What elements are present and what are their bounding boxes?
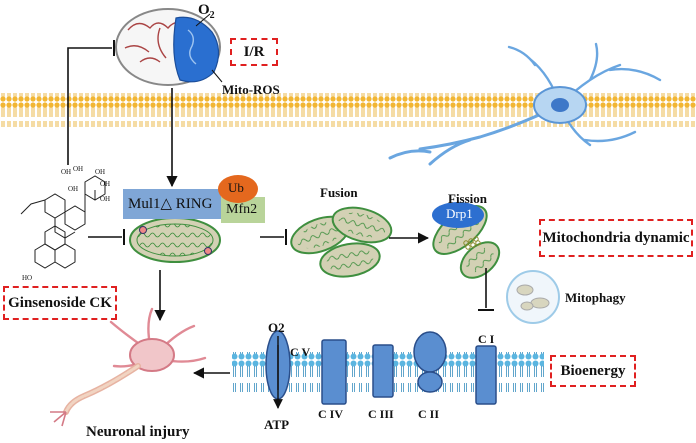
complex-civ xyxy=(321,339,347,405)
ub-ellipse xyxy=(218,175,258,203)
fusion-label: Fusion xyxy=(320,185,358,200)
civ-label: C IV xyxy=(318,407,344,421)
oh-label-d: OH xyxy=(100,180,111,188)
cell-membrane xyxy=(0,93,696,127)
mitochondrion-mul1 xyxy=(129,217,221,263)
oh-label-a: OH xyxy=(61,168,72,176)
mul1-label: Mul1△ RING xyxy=(128,196,213,212)
fission-label: Fission xyxy=(448,191,488,206)
ginsenoside-molecule xyxy=(20,175,106,269)
oh-label-c: OH xyxy=(95,168,106,176)
oxygen-label: O2 xyxy=(198,2,215,21)
oh-label-b: OH xyxy=(73,165,84,173)
ir-label: I/R xyxy=(243,43,265,60)
mul1-box xyxy=(123,189,221,219)
fusion-mitochondria xyxy=(290,206,393,278)
ginsenoside-label: Ginsenoside CK xyxy=(8,294,112,311)
mito-dynamic-box: Mitochondria dynamic xyxy=(539,219,693,257)
injured-neuron-illustration xyxy=(50,307,207,427)
drp1-label: Drp1 xyxy=(446,206,473,221)
ir-box: I/R xyxy=(230,38,278,66)
mitophagy-circle xyxy=(506,270,560,324)
complex-ciii xyxy=(372,344,394,398)
bioenergy-label: Bioenergy xyxy=(560,362,626,379)
oh-label-e: OH xyxy=(100,195,111,203)
neuronal-injury-label: Neuronal injury xyxy=(86,424,190,440)
ub-label: Ub xyxy=(228,180,244,195)
drp1-ellipse xyxy=(432,202,484,228)
atp-label: ATP xyxy=(264,417,290,432)
cv-label: C V xyxy=(290,345,311,359)
inhibit-line-brain xyxy=(67,47,112,165)
oh-label-f: OH xyxy=(68,185,79,193)
ciii-label: C III xyxy=(368,407,394,421)
cii-label: C II xyxy=(418,407,440,421)
complex-ci xyxy=(475,345,497,405)
mito-dynamic-label: Mitochondria dynamic xyxy=(542,229,690,246)
neuron-upper-illustration xyxy=(388,42,662,166)
mfn2-label: Mfn2 xyxy=(226,202,258,217)
complex-cii xyxy=(413,331,447,393)
mito-ros-label: Mito-ROS xyxy=(222,82,280,97)
mitophagy-label: Mitophagy xyxy=(565,290,626,305)
ho-label: HO xyxy=(22,274,33,282)
brain-illustration xyxy=(115,8,223,86)
complex-cv xyxy=(265,330,291,409)
ginsenoside-box: Ginsenoside CK xyxy=(3,286,117,320)
o2-label: O2 xyxy=(268,320,285,335)
ci-label: C I xyxy=(478,332,495,346)
bioenergy-box: Bioenergy xyxy=(550,355,636,387)
